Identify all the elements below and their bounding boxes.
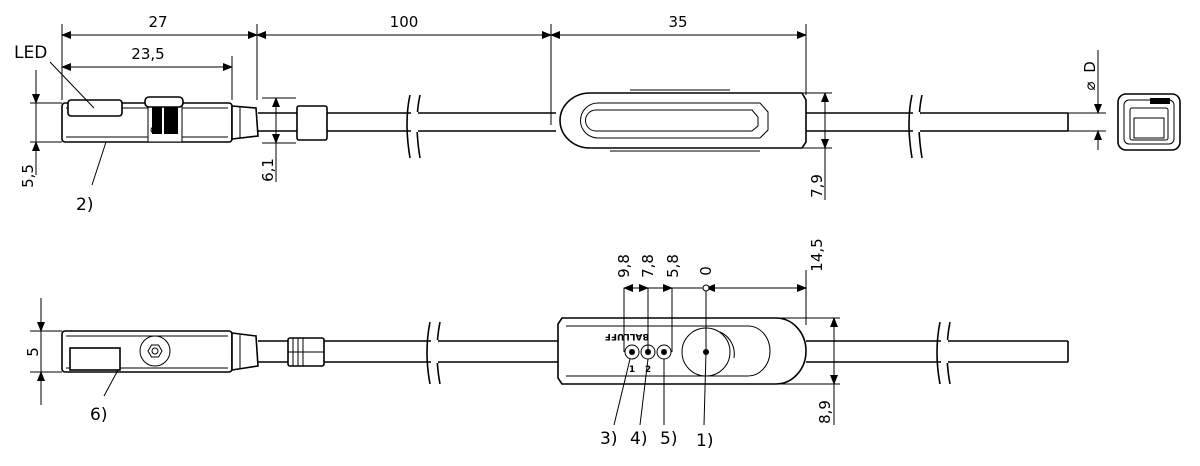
dim-14-5: 14,5 (808, 238, 826, 271)
dim-9-8: 9,8 (615, 254, 633, 278)
end-view (1117, 93, 1181, 151)
led-leader (49, 61, 95, 109)
led-indicator-3 (624, 344, 640, 360)
cable-sleeve-top (296, 105, 328, 141)
dim-7-9: 7,9 (808, 174, 826, 198)
callout-6: 6) (90, 405, 107, 425)
brand-logo: BALLUFF (605, 331, 650, 341)
callout-3: 3) (600, 429, 617, 449)
dim-35: 35 (668, 13, 687, 31)
module-top (559, 89, 807, 152)
top-view: 27 100 35 23,5 5,5 6,1 7,9 ⌀ D (14, 13, 1181, 215)
module-bottom: BALLUFF 1 2 (557, 317, 807, 385)
dim-5-5: 5,5 (19, 164, 37, 188)
led-window (67, 99, 123, 117)
dim-7-8: 7,8 (639, 254, 657, 278)
break-marks-top (406, 94, 923, 159)
dim-6-1: 6,1 (259, 158, 277, 182)
dim-8-9: 8,9 (816, 400, 834, 424)
sensor-head-top (61, 96, 259, 143)
callout-2-leader (91, 141, 107, 186)
diameter-symbol: ⌀ (1081, 81, 1099, 90)
dim-diameter-d: D (1081, 61, 1099, 73)
cable-top (258, 112, 1069, 132)
sensor-head-bottom (61, 330, 259, 373)
led-mark-4: 2 (645, 365, 651, 375)
callout-6-leader (103, 369, 119, 397)
label-area (69, 347, 121, 371)
callout-4: 4) (630, 429, 647, 449)
position-dims (623, 270, 807, 352)
dim-23-5: 23,5 (131, 45, 164, 63)
bottom-view: 5 (24, 238, 1069, 451)
callout-2: 2) (76, 195, 93, 215)
dim-0: 0 (697, 266, 715, 276)
callout-4-leader (639, 358, 649, 426)
break-marks-bottom (426, 321, 951, 385)
callout-3-leader (613, 358, 631, 426)
callout-5: 5) (660, 429, 677, 449)
dim-100: 100 (390, 13, 419, 31)
callout-1: 1) (696, 431, 713, 451)
led-mark-3: 1 (629, 365, 635, 375)
cable-sleeve-bottom (287, 337, 325, 367)
dim-5-8: 5,8 (664, 254, 682, 278)
led-label: LED (14, 43, 47, 63)
dim-27: 27 (148, 13, 167, 31)
dim-5: 5 (24, 347, 42, 357)
callout-1-leader (703, 351, 707, 426)
